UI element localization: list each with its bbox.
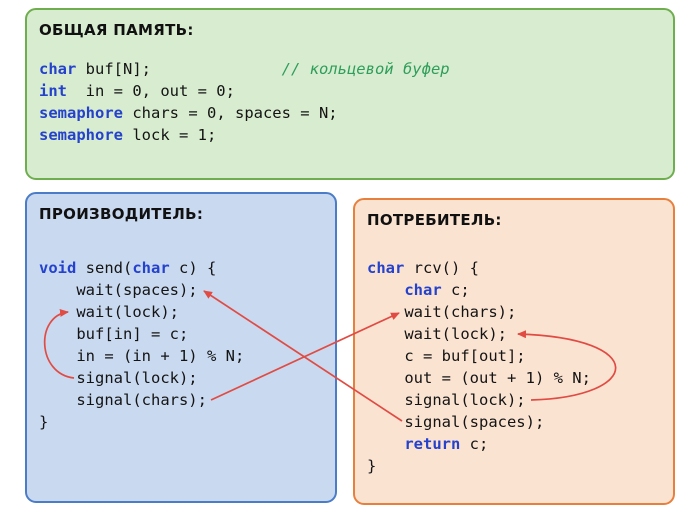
code-token-kw: semaphore <box>39 104 123 122</box>
code-token-kw: void <box>39 259 77 277</box>
code-token-code <box>367 281 404 299</box>
code-token-code: } <box>39 413 49 431</box>
consumer-box: ПОТРЕБИТЕЛЬ: char rcv() { char c; wait(c… <box>353 198 675 505</box>
code-line: signal(chars); <box>39 389 323 411</box>
code-token-code: signal(lock); <box>367 391 526 409</box>
code-token-code: signal(spaces); <box>367 413 545 431</box>
code-token-code: buf[N]; <box>76 60 151 78</box>
code-token-code: chars = 0, spaces = N; <box>123 104 338 122</box>
consumer-code: char rcv() { char c; wait(chars); wait(l… <box>367 257 661 477</box>
producer-code: void send(char c) { wait(spaces); wait(l… <box>39 257 323 433</box>
code-line: signal(lock); <box>39 367 323 389</box>
code-line: char buf[N]; // кольцевой буфер <box>39 58 661 80</box>
code-token-code: wait(spaces); <box>39 281 198 299</box>
code-token-kw: char <box>132 259 170 277</box>
code-line: signal(lock); <box>367 389 661 411</box>
code-token-code: c = buf[out]; <box>367 347 526 365</box>
code-token-kw: char <box>367 259 405 277</box>
code-token-code: signal(chars); <box>39 391 207 409</box>
code-token-code: in = (in + 1) % N; <box>39 347 245 365</box>
code-line: buf[in] = c; <box>39 323 323 345</box>
code-line: char c; <box>367 279 661 301</box>
code-token-code: wait(lock); <box>39 303 179 321</box>
shared-memory-box: ОБЩАЯ ПАМЯТЬ: char buf[N]; // кольцевой … <box>25 8 675 180</box>
producer-box: ПРОИЗВОДИТЕЛЬ: void send(char c) { wait(… <box>25 192 337 503</box>
code-token-code <box>367 435 404 453</box>
code-token-code: buf[in] = c; <box>39 325 189 343</box>
code-line: int in = 0, out = 0; <box>39 80 661 102</box>
code-line: c = buf[out]; <box>367 345 661 367</box>
shared-memory-title: ОБЩАЯ ПАМЯТЬ: <box>39 21 194 39</box>
code-token-code: wait(lock); <box>367 325 507 343</box>
code-line: wait(chars); <box>367 301 661 323</box>
producer-title: ПРОИЗВОДИТЕЛЬ: <box>39 205 204 223</box>
code-line: out = (out + 1) % N; <box>367 367 661 389</box>
code-token-code: in = 0, out = 0; <box>67 82 235 100</box>
code-token-code: } <box>367 457 377 475</box>
code-line: semaphore lock = 1; <box>39 124 661 146</box>
code-line: char rcv() { <box>367 257 661 279</box>
code-token-code: c; <box>441 281 470 299</box>
code-token-code: lock = 1; <box>123 126 217 144</box>
code-token-kw: char <box>39 60 77 78</box>
code-token-kw: int <box>39 82 67 100</box>
code-token-code: signal(lock); <box>39 369 198 387</box>
code-line: signal(spaces); <box>367 411 661 433</box>
code-line: semaphore chars = 0, spaces = N; <box>39 102 661 124</box>
code-token-code: c; <box>460 435 489 453</box>
code-token-kw: char <box>404 281 442 299</box>
code-line: in = (in + 1) % N; <box>39 345 323 367</box>
code-line: void send(char c) { <box>39 257 323 279</box>
code-token-code: c) { <box>169 259 217 277</box>
code-line: } <box>367 455 661 477</box>
code-line: wait(spaces); <box>39 279 323 301</box>
code-line: return c; <box>367 433 661 455</box>
code-token-code: wait(chars); <box>367 303 517 321</box>
code-token-code: rcv() { <box>404 259 479 277</box>
code-token-code: send( <box>76 259 133 277</box>
code-token-kw: semaphore <box>39 126 123 144</box>
consumer-title: ПОТРЕБИТЕЛЬ: <box>367 211 502 229</box>
code-line: } <box>39 411 323 433</box>
code-token-code: out = (out + 1) % N; <box>367 369 591 387</box>
code-line: wait(lock); <box>367 323 661 345</box>
code-line: wait(lock); <box>39 301 323 323</box>
code-token-comment: // кольцевой буфер <box>150 60 450 78</box>
code-token-kw: return <box>404 435 461 453</box>
